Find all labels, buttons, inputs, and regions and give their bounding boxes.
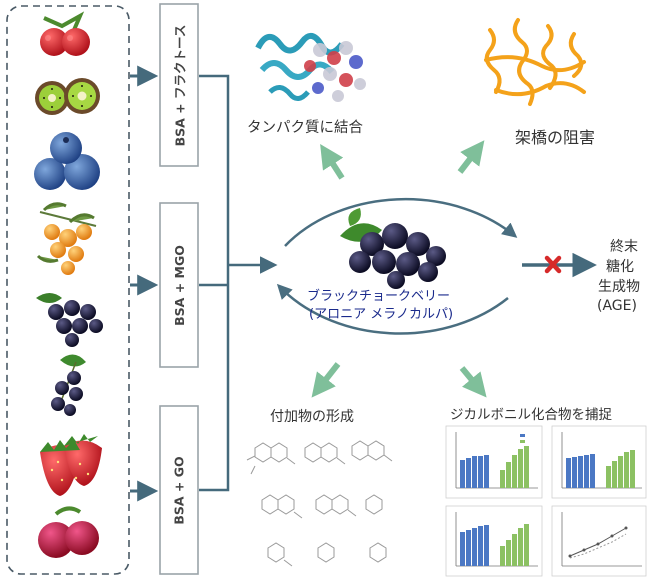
green-arrow-protein bbox=[324, 150, 342, 178]
mechanism-protein-binding: タンパク質に結合 bbox=[247, 116, 363, 137]
dicarbonyl-chart-2 bbox=[552, 426, 646, 498]
sea-buckthorn-icon bbox=[38, 204, 96, 275]
green-arrow-crosslink bbox=[460, 146, 480, 172]
group-label-go: BSA + GO bbox=[160, 406, 198, 574]
crosslink-strands-image bbox=[486, 20, 584, 104]
outcome-line-1: 終末 bbox=[610, 236, 638, 256]
outcome-line-4: (AGE) bbox=[597, 298, 637, 314]
dicarbonyl-chart-1 bbox=[446, 426, 542, 498]
outcome-line-2: 糖化 bbox=[606, 256, 634, 276]
green-arrow-adduct bbox=[316, 364, 338, 392]
center-subtitle: (アロニア メラノカルパ) bbox=[309, 303, 453, 322]
group-label-fructose: BSA + フラクトース bbox=[160, 4, 198, 166]
cranberry-icon bbox=[38, 508, 99, 558]
aronia-icon bbox=[36, 293, 103, 347]
raspberry-icon bbox=[40, 16, 90, 56]
blackcurrant-icon bbox=[51, 354, 86, 416]
aronia-cluster-image bbox=[340, 208, 446, 289]
center-title: ブラックチョークベリー bbox=[307, 285, 450, 304]
mechanism-crosslink-inhibition: 架橋の阻害 bbox=[515, 124, 595, 148]
dicarbonyl-chart-4 bbox=[552, 506, 646, 576]
mechanism-adduct-formation: 付加物の形成 bbox=[270, 406, 354, 426]
group-label-mgo: BSA + MGO bbox=[160, 203, 198, 367]
green-arrow-dicarbonyl bbox=[462, 368, 482, 392]
strawberry-icon bbox=[40, 434, 102, 496]
protein-structure-image bbox=[258, 36, 366, 102]
adduct-structures-image bbox=[247, 441, 392, 566]
bracket-connector bbox=[199, 76, 228, 490]
mechanism-dicarbonyl-trapping: ジカルボニル化合物を捕捉 bbox=[450, 403, 612, 423]
kiwi-icon bbox=[35, 78, 100, 115]
blueberry-icon bbox=[34, 132, 100, 190]
dicarbonyl-chart-3 bbox=[446, 506, 542, 576]
outcome-line-3: 生成物 bbox=[598, 276, 640, 296]
